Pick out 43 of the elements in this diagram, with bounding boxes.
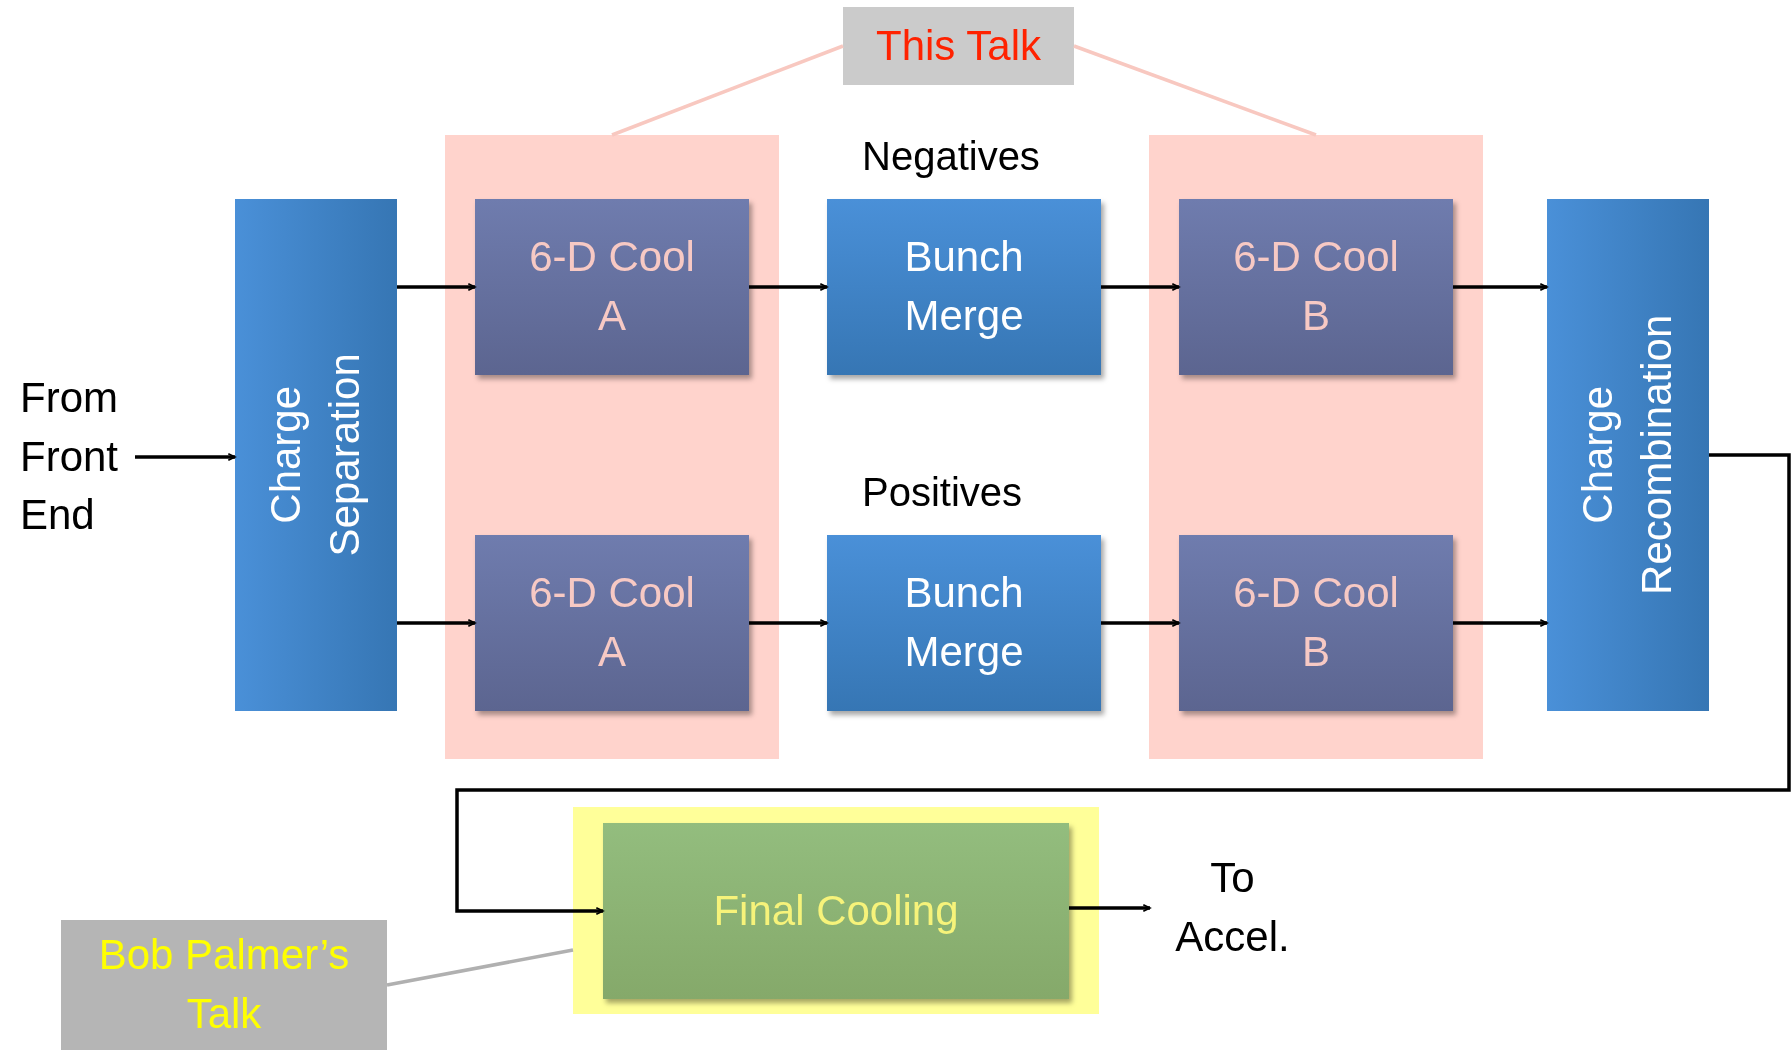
highlight-band [573,807,1099,1014]
arrow [135,452,236,462]
process-box [827,535,1101,711]
box-label: Bunch Merge [903,568,1025,677]
arrow [1453,282,1548,292]
arrow [1101,618,1180,628]
box-label: Bob Palmer’s Talk [97,930,351,1039]
highlight-band [445,135,779,759]
process-box [1547,199,1709,711]
row-label: Positives [862,470,1023,515]
box-label: From Front End [20,372,120,541]
process-box [827,199,1101,375]
box-label: Final Cooling [712,885,960,936]
process-box [603,823,1069,999]
arrow [1069,903,1151,913]
row-label: Negatives [862,134,1040,179]
callout-box [843,7,1074,85]
arrow [397,282,476,292]
box-label: 6-D Cool A [528,568,696,677]
arrow [1453,618,1548,628]
arrow [455,453,1791,916]
box-label: 6-D Cool B [1232,568,1400,677]
process-box [475,199,749,375]
highlight-band [1149,135,1483,759]
process-box [475,535,749,711]
leader-line [611,44,844,137]
box-label: Charge Separation [261,352,369,559]
box-label: Bunch Merge [903,232,1025,341]
arrow [749,282,828,292]
leader-line [386,948,574,987]
arrow [749,618,828,628]
process-box [1179,199,1453,375]
box-label: 6-D Cool A [528,232,696,341]
box-label: 6-D Cool B [1232,232,1400,341]
callout-box [61,920,387,1050]
process-box [235,199,397,711]
arrow [397,618,476,628]
box-label: Charge Recombination [1573,313,1681,598]
leader-line [1073,44,1317,137]
box-label: To Accel. [1174,853,1291,962]
process-box [1179,535,1453,711]
arrow [1101,282,1180,292]
box-label: This Talk [875,20,1042,71]
